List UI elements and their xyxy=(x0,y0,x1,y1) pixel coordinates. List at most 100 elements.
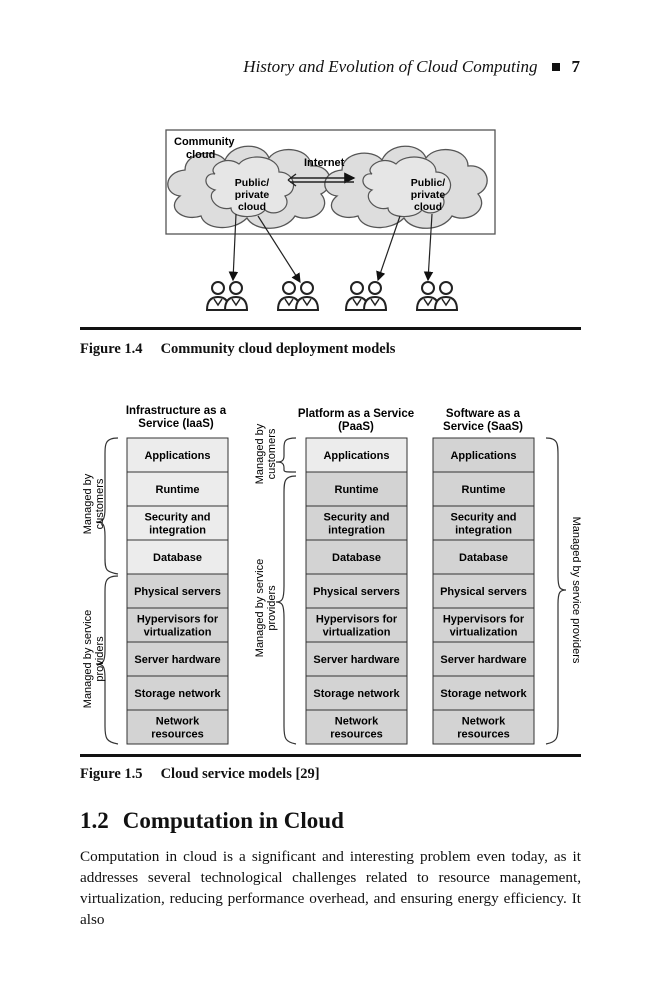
iaas-layer-label-7-0: Storage network xyxy=(134,688,221,700)
iaas-layer-box-7 xyxy=(126,675,229,711)
internet-label: Internet xyxy=(304,157,345,169)
iaas-layer-label-1-0: Runtime xyxy=(156,484,200,496)
iaas-layer-box-6 xyxy=(126,641,229,677)
saas-layer-box-8 xyxy=(432,709,535,745)
section-title: Computation in Cloud xyxy=(122,808,344,833)
user-group-icon-2 xyxy=(277,281,319,311)
paas-layer-label-2-1: integration xyxy=(328,525,385,537)
section-heading: 1.2 Computation in Cloud xyxy=(80,808,344,834)
figure-service-models: Infrastructure as a Service (IaaS) Platf… xyxy=(82,405,582,745)
iaas-title-line1: Infrastructure as a xyxy=(126,405,227,417)
paas-layer-box-3 xyxy=(305,539,408,575)
iaas-provider-label-line1: Managed by service xyxy=(82,610,94,708)
figure-1-5-label: Figure 1.5 xyxy=(80,766,143,782)
paas-layer-label-6-0: Server hardware xyxy=(313,654,399,666)
saas-layer-label-1-0: Runtime xyxy=(462,484,506,496)
figure-1-4-caption: Figure 1.4 Community cloud deployment mod… xyxy=(80,341,395,358)
paas-layer-label-0-0: Applications xyxy=(323,450,389,462)
header-title: History and Evolution of Cloud Computing xyxy=(243,57,538,76)
saas-layer-label-5-0: Hypervisors for xyxy=(443,614,525,626)
iaas-customer-label-line2: customers xyxy=(94,478,106,529)
figure-1-4-rule xyxy=(80,327,581,330)
community-label-line2: cloud xyxy=(186,149,215,161)
saas-layer-box-2 xyxy=(432,505,535,541)
saas-layer-box-6 xyxy=(432,641,535,677)
right-cloud-line3: cloud xyxy=(414,201,442,213)
left-cloud-line2: private xyxy=(235,189,270,201)
user-group-icon-4 xyxy=(416,281,458,311)
saas-title-line2: Service (SaaS) xyxy=(443,421,523,433)
iaas-layer-label-8-0: Network xyxy=(156,716,200,728)
iaas-layer-label-8-1: resources xyxy=(151,729,204,741)
section-number: 1.2 xyxy=(80,808,109,833)
right-cloud-line2: private xyxy=(411,189,446,201)
saas-layer-box-1 xyxy=(432,471,535,507)
figure-1-5-caption-text: Cloud service models [29] xyxy=(160,766,320,782)
iaas-customer-label-line1: Managed by xyxy=(82,473,94,534)
user-group-icon-1 xyxy=(206,281,248,311)
saas-layer-label-4-0: Physical servers xyxy=(440,586,527,598)
paas-layer-box-2 xyxy=(305,505,408,541)
paas-layer-box-4 xyxy=(305,573,408,609)
iaas-layer-label-5-0: Hypervisors for xyxy=(137,614,219,626)
saas-layer-box-7 xyxy=(432,675,535,711)
paas-provider-label-line2: providers xyxy=(266,585,278,631)
paas-customer-label-line1: Managed by xyxy=(254,423,266,484)
community-cloud-frame xyxy=(165,129,496,235)
paas-layer-label-1-0: Runtime xyxy=(335,484,379,496)
saas-layer-label-5-1: virtualization xyxy=(450,627,518,639)
saas-title-line1: Software as a xyxy=(446,408,521,420)
left-cloud-line3: cloud xyxy=(238,201,266,213)
saas-layer-label-8-0: Network xyxy=(462,716,506,728)
iaas-layer-label-4-0: Physical servers xyxy=(134,586,221,598)
paas-title-line2: (PaaS) xyxy=(338,421,374,433)
saas-layer-label-8-1: resources xyxy=(457,729,510,741)
paas-layer-box-7 xyxy=(305,675,408,711)
paas-layer-label-7-0: Storage network xyxy=(313,688,400,700)
page-number: 7 xyxy=(571,57,581,76)
iaas-provider-label-line2: providers xyxy=(94,636,106,682)
figure-community-cloud: Community cloud Internet Public/ private… xyxy=(165,129,496,311)
paas-layer-box-5 xyxy=(305,607,408,643)
paas-customer-label-line2: customers xyxy=(266,428,278,479)
saas-layer-box-5 xyxy=(432,607,535,643)
saas-layer-box-4 xyxy=(432,573,535,609)
paas-layer-label-2-0: Security and xyxy=(323,512,389,524)
paas-layer-label-5-0: Hypervisors for xyxy=(316,614,398,626)
community-label-line1: Community xyxy=(174,136,235,148)
paas-layer-box-8 xyxy=(305,709,408,745)
saas-layer-label-3-0: Database xyxy=(459,552,508,564)
body-paragraph: Computation in cloud is a significant an… xyxy=(80,848,581,928)
iaas-layer-box-0 xyxy=(126,437,229,473)
paas-layer-label-5-1: virtualization xyxy=(323,627,391,639)
iaas-layer-box-5 xyxy=(126,607,229,643)
right-cloud-icon xyxy=(324,145,488,229)
paas-layer-label-8-0: Network xyxy=(335,716,379,728)
iaas-layer-label-2-0: Security and xyxy=(144,512,210,524)
paas-layer-box-1 xyxy=(305,471,408,507)
saas-layer-label-6-0: Server hardware xyxy=(440,654,526,666)
left-cloud-line1: Public/ xyxy=(235,177,270,189)
figure-1-4-label: Figure 1.4 xyxy=(80,341,143,357)
paas-layer-label-4-0: Physical servers xyxy=(313,586,400,598)
double-arrow-icon xyxy=(287,173,297,187)
iaas-layer-label-3-0: Database xyxy=(153,552,202,564)
paas-layer-label-3-0: Database xyxy=(332,552,381,564)
iaas-layer-label-5-1: virtualization xyxy=(144,627,212,639)
paas-layer-label-8-1: resources xyxy=(330,729,383,741)
saas-layer-box-0 xyxy=(432,437,535,473)
right-cloud-line1: Public/ xyxy=(411,177,446,189)
figure-1-4-caption-text: Community cloud deployment models xyxy=(160,341,396,357)
iaas-layer-box-8 xyxy=(126,709,229,745)
running-header: History and Evolution of Cloud Computing… xyxy=(243,57,580,77)
saas-layer-label-7-0: Storage network xyxy=(440,688,527,700)
header-square-icon xyxy=(551,63,560,72)
saas-layer-label-2-1: integration xyxy=(455,525,512,537)
iaas-layer-label-6-0: Server hardware xyxy=(134,654,220,666)
saas-layer-label-2-0: Security and xyxy=(450,512,516,524)
paas-layer-box-0 xyxy=(305,437,408,473)
iaas-layer-label-0-0: Applications xyxy=(144,450,210,462)
user-group-icon-3 xyxy=(345,281,387,311)
paas-provider-label-line1: Managed by service xyxy=(254,559,266,657)
paas-layer-box-6 xyxy=(305,641,408,677)
